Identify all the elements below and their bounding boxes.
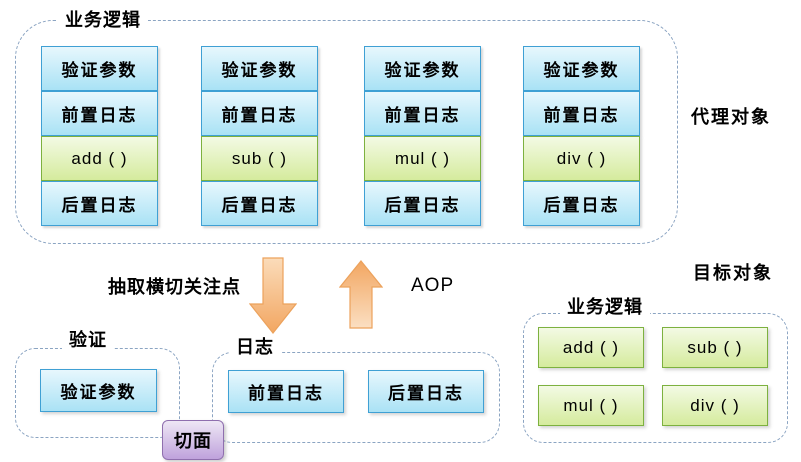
proxy-container-label: 业务逻辑 xyxy=(58,8,148,32)
down-arrow-icon xyxy=(249,257,297,334)
proxy-column-div: 验证参数 前置日志 div ( ) 后置日志 xyxy=(523,46,640,226)
add-method-box: add ( ) xyxy=(538,327,644,368)
validate-params-box: 验证参数 xyxy=(40,369,157,412)
proxy-object-label: 代理对象 xyxy=(691,107,771,127)
validate-params-cell: 验证参数 xyxy=(201,46,318,91)
before-log-cell: 前置日志 xyxy=(364,91,481,136)
extract-crosscut-label: 抽取横切关注点 xyxy=(108,277,241,297)
sub-method-cell: sub ( ) xyxy=(201,136,318,181)
up-arrow-icon xyxy=(339,260,383,329)
after-log-cell: 后置日志 xyxy=(41,181,158,226)
validation-label: 验证 xyxy=(62,328,114,352)
before-log-cell: 前置日志 xyxy=(201,91,318,136)
proxy-column-mul: 验证参数 前置日志 mul ( ) 后置日志 xyxy=(364,46,481,226)
before-log-box: 前置日志 xyxy=(228,370,344,413)
validate-params-cell: 验证参数 xyxy=(364,46,481,91)
logging-label: 日志 xyxy=(229,335,281,359)
proxy-column-add: 验证参数 前置日志 add ( ) 后置日志 xyxy=(41,46,158,226)
div-method-box: div ( ) xyxy=(662,385,768,426)
after-log-cell: 后置日志 xyxy=(201,181,318,226)
proxy-column-sub: 验证参数 前置日志 sub ( ) 后置日志 xyxy=(201,46,318,226)
aspect-badge: 切面 xyxy=(162,420,224,460)
mul-method-cell: mul ( ) xyxy=(364,136,481,181)
div-method-cell: div ( ) xyxy=(523,136,640,181)
target-object-label: 目标对象 xyxy=(693,263,773,283)
validate-params-cell: 验证参数 xyxy=(41,46,158,91)
proxy-object-container: 业务逻辑 xyxy=(15,8,678,244)
aop-label: AOP xyxy=(411,275,455,296)
after-log-cell: 后置日志 xyxy=(364,181,481,226)
mul-method-box: mul ( ) xyxy=(538,385,644,426)
after-log-cell: 后置日志 xyxy=(523,181,640,226)
before-log-cell: 前置日志 xyxy=(523,91,640,136)
target-container-label: 业务逻辑 xyxy=(560,295,650,319)
logging-aspect-container: 日志 xyxy=(212,335,500,443)
validate-params-cell: 验证参数 xyxy=(523,46,640,91)
add-method-cell: add ( ) xyxy=(41,136,158,181)
target-object-container: 业务逻辑 xyxy=(523,295,788,443)
after-log-box: 后置日志 xyxy=(368,370,484,413)
validation-aspect-container: 验证 xyxy=(15,328,180,438)
before-log-cell: 前置日志 xyxy=(41,91,158,136)
sub-method-box: sub ( ) xyxy=(662,327,768,368)
